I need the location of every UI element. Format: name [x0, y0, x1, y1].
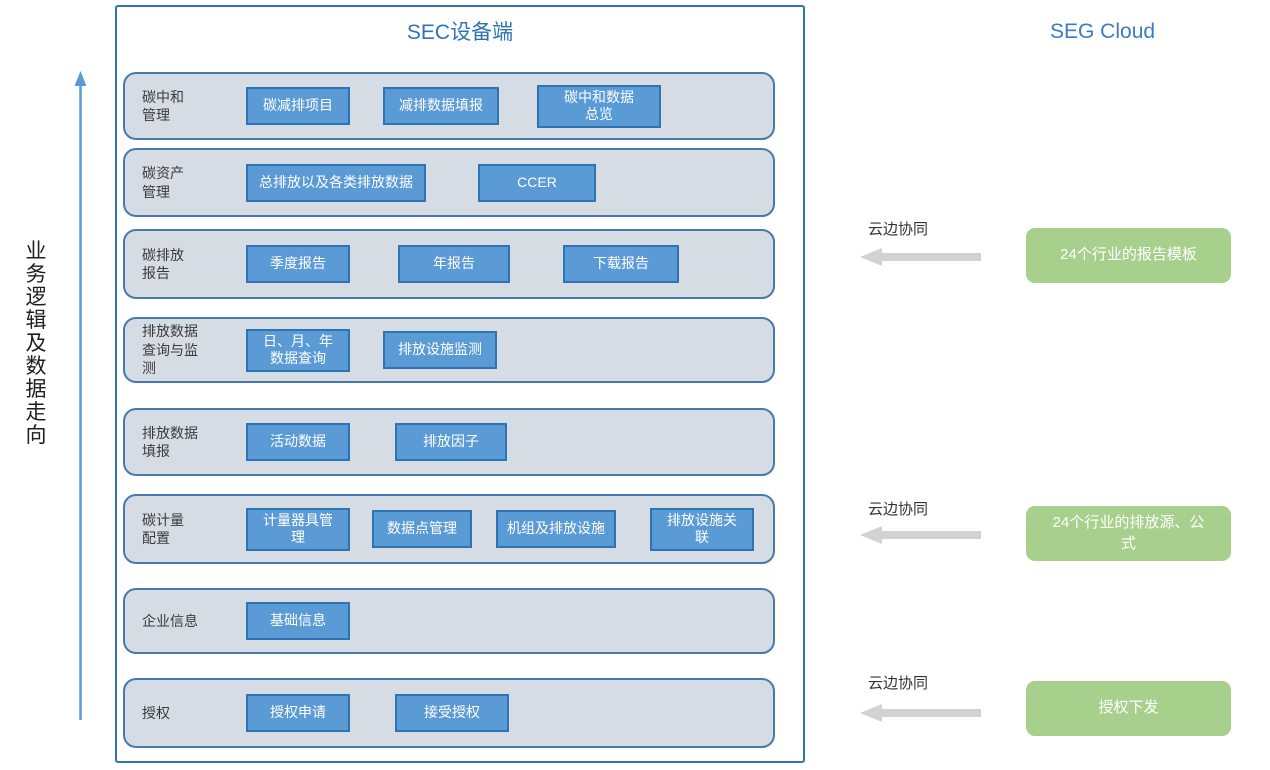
row-label: 授权 [142, 704, 170, 721]
row-label: 排放数据 填报 [142, 424, 198, 459]
feature-button: 计量器具管 理 [246, 507, 350, 551]
cloud-edge-sync-arrow-icon [860, 704, 981, 722]
feature-button: 碳减排项目 [246, 87, 350, 125]
cloud-box-emission-sources-formulas: 24个行业的排放源、公 式 [1026, 506, 1231, 561]
feature-button: 排放设施监测 [383, 331, 497, 369]
cloud-edge-sync-arrow-icon [860, 526, 981, 544]
feature-button: CCER [478, 163, 596, 202]
feature-button: 接受授权 [395, 694, 509, 732]
row-carbon-asset-management: 碳资产 管理 总排放以及各类排放数据 CCER [123, 148, 775, 217]
sec-device-title: SEC设备端 [406, 21, 514, 44]
flow-up-arrow-icon [74, 71, 87, 720]
feature-button: 排放设施关 联 [650, 507, 754, 551]
row-label: 企业信息 [142, 612, 198, 629]
feature-button: 季度报告 [246, 245, 350, 283]
row-label: 排放数据 查询与监 测 [142, 323, 198, 377]
row-carbon-neutral-management: 碳中和 管理 碳减排项目 减排数据填报 碳中和数据 总览 [123, 72, 775, 140]
row-label: 碳中和 管理 [142, 88, 184, 123]
feature-button: 活动数据 [246, 423, 350, 461]
row-label: 碳计量 配置 [142, 511, 184, 546]
feature-button: 排放因子 [395, 423, 507, 461]
feature-button: 机组及排放设施 [496, 510, 616, 548]
feature-button: 授权申请 [246, 694, 350, 732]
seg-cloud-title: SEG Cloud [1050, 20, 1156, 43]
feature-button: 总排放以及各类排放数据 [246, 163, 426, 202]
row-enterprise-info: 企业信息 基础信息 [123, 588, 775, 654]
flow-axis-label: 业务逻辑及数据走向 [25, 240, 47, 447]
cloud-edge-sync-arrow-icon [860, 248, 981, 266]
feature-button: 下载报告 [563, 245, 679, 283]
row-label: 碳资产 管理 [142, 165, 184, 200]
feature-button: 减排数据填报 [383, 87, 499, 125]
cloud-box-authorization-dispatch: 授权下发 [1026, 681, 1231, 736]
cloud-edge-sync-label: 云边协同 [868, 221, 929, 238]
row-label: 碳排放 报告 [142, 246, 184, 281]
feature-button: 数据点管理 [372, 510, 472, 548]
feature-button: 碳中和数据 总览 [537, 84, 661, 128]
row-carbon-emission-report: 碳排放 报告 季度报告 年报告 下载报告 [123, 229, 775, 299]
cloud-edge-sync-label: 云边协同 [868, 675, 929, 692]
row-emission-data-query-monitor: 排放数据 查询与监 测 日、月、年 数据查询 排放设施监测 [123, 317, 775, 383]
row-carbon-metering-config: 碳计量 配置 计量器具管 理 数据点管理 机组及排放设施 排放设施关 联 [123, 494, 775, 564]
row-authorization: 授权 授权申请 接受授权 [123, 678, 775, 748]
cloud-box-report-templates: 24个行业的报告模板 [1026, 228, 1231, 283]
feature-button: 日、月、年 数据查询 [246, 328, 350, 372]
feature-button: 基础信息 [246, 602, 350, 640]
row-emission-data-entry: 排放数据 填报 活动数据 排放因子 [123, 408, 775, 476]
feature-button: 年报告 [398, 245, 510, 283]
cloud-edge-sync-label: 云边协同 [868, 501, 929, 518]
